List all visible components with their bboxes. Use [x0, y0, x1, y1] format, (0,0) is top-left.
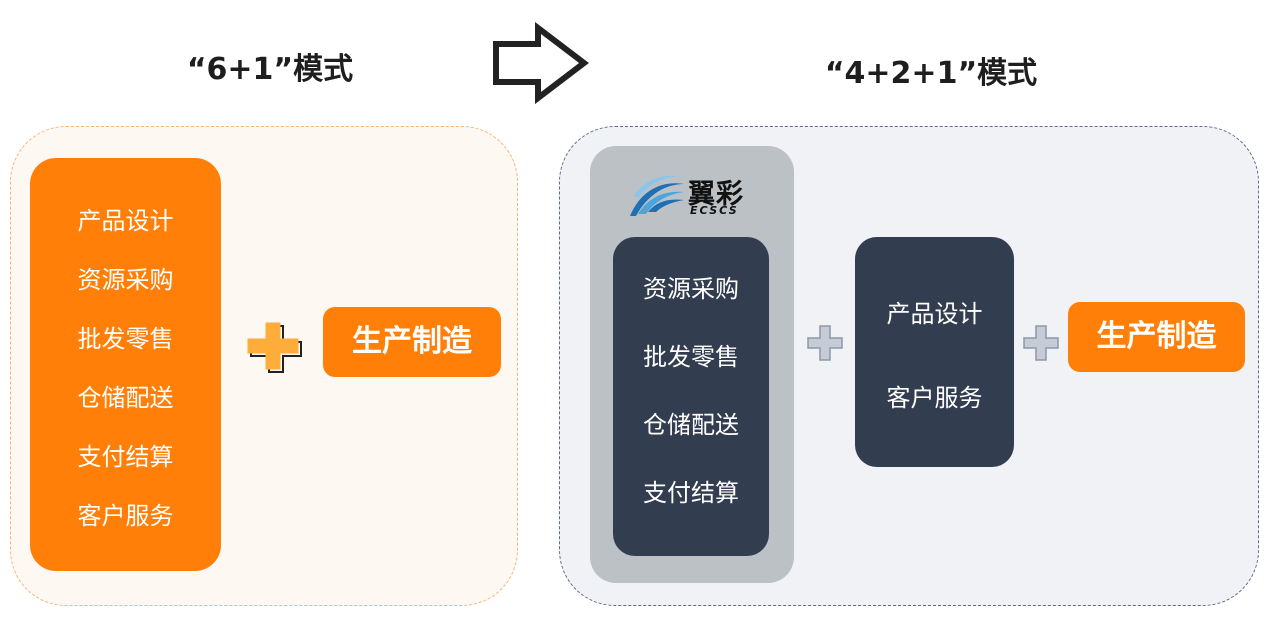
- plus-icon: [247, 322, 302, 373]
- plus-icon: [1023, 325, 1059, 361]
- service-item: 资源采购: [77, 266, 174, 294]
- service-item: 批发零售: [77, 325, 174, 353]
- platform-item: 资源采购: [643, 275, 739, 303]
- manufacturing-badge: 生产制造: [323, 307, 501, 377]
- manufacturing-badge: 生产制造: [1068, 302, 1245, 372]
- service-item: 支付结算: [77, 443, 174, 471]
- service-item: 客户服务: [77, 502, 174, 530]
- platform-column: 资源采购 批发零售 仓储配送 支付结算: [613, 237, 769, 556]
- logo-waves-icon: [630, 175, 684, 216]
- middle-item: 产品设计: [886, 300, 983, 328]
- service-item: 仓储配送: [77, 384, 174, 412]
- platform-item: 批发零售: [643, 343, 739, 371]
- platform-item: 仓储配送: [643, 411, 739, 439]
- middle-item: 客户服务: [886, 384, 983, 412]
- right-title: “4+2+1”模式: [824, 56, 1038, 91]
- logo-en-text: ECSCS: [690, 204, 739, 217]
- arrow-right-icon: [493, 22, 589, 104]
- platform-item: 支付结算: [643, 479, 739, 507]
- plus-icon: [807, 325, 843, 361]
- service-item: 产品设计: [77, 207, 174, 235]
- left-title: “6+1”模式: [186, 52, 354, 87]
- service-column: 产品设计 资源采购 批发零售 仓储配送 支付结算 客户服务: [30, 158, 221, 571]
- logo-cn-text: 翼彩: [688, 179, 744, 210]
- middle-column: 产品设计 客户服务: [855, 237, 1014, 467]
